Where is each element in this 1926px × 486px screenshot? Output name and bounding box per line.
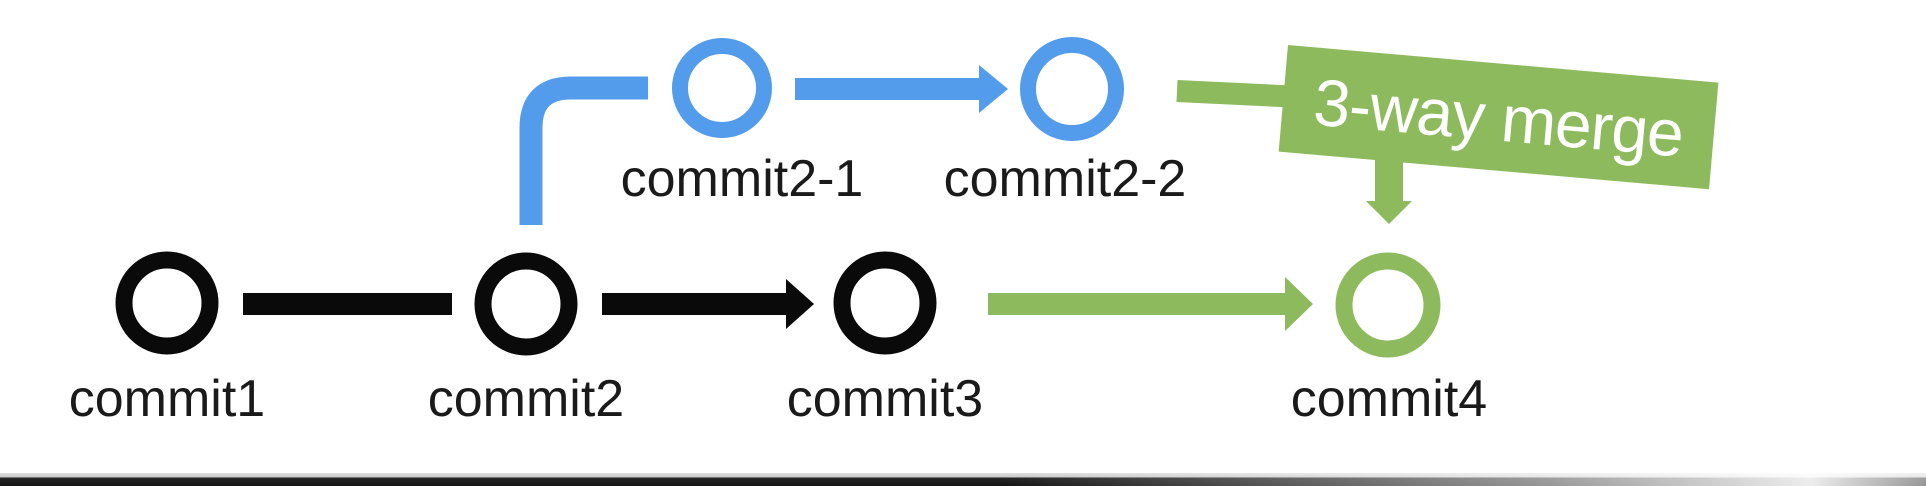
branch-elbow-commit2-to-commit2-1	[519, 76, 648, 225]
commit3-label: commit3	[786, 370, 984, 428]
commit2-2-node	[1020, 37, 1124, 141]
edge-commit2-1-commit2-2-arrowhead	[979, 65, 1008, 113]
commit2-node	[474, 252, 578, 356]
edge-commit2-commit3-arrowhead	[786, 279, 814, 329]
slide-bottom-edge	[0, 473, 1926, 486]
commit2-2-label: commit2-2	[943, 150, 1187, 208]
merge-arrow-down-arrowhead	[1366, 201, 1412, 224]
commit1-label: commit1	[68, 370, 266, 428]
edge-commit3-commit4-arrowhead	[1285, 277, 1313, 331]
commit4-node	[1335, 252, 1441, 358]
edge-commit2-2-to-merge-label	[1176, 80, 1303, 108]
commit4-label: commit4	[1290, 370, 1488, 428]
commit2-1-node	[672, 38, 772, 138]
commit3-node	[833, 251, 937, 355]
commit1-node	[115, 251, 219, 355]
commit2-label: commit2	[427, 370, 625, 428]
commit2-1-label: commit2-1	[620, 150, 864, 208]
